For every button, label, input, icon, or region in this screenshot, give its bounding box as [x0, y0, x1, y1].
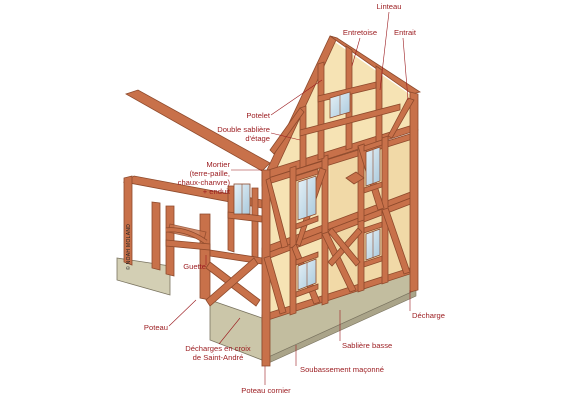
- label-sabliere-basse: Sablière basse: [342, 341, 393, 350]
- label-poteau: Poteau: [143, 323, 168, 332]
- label-entretoise: Entretoise: [342, 28, 378, 37]
- window-gable: [329, 91, 351, 119]
- label-guette: Guette: [183, 262, 206, 271]
- left-window: [233, 183, 251, 215]
- label-decharges-croix: Décharges en croix de Saint-André: [185, 344, 251, 362]
- masonry-plinth: [116, 257, 417, 367]
- label-entrait: Entrait: [394, 28, 416, 37]
- window-lower-left: [297, 258, 317, 291]
- main-facade-timbers: [261, 35, 421, 367]
- label-potelet: Potelet: [246, 111, 270, 120]
- leader-lines: [168, 11, 411, 385]
- label-soubassement: Soubassement maçonné: [300, 365, 385, 374]
- label-mortier: Mortier (terre-paille, chaux-chanvre) + …: [177, 160, 230, 196]
- illustration-credit: © NOAH MOLAND: [126, 223, 132, 270]
- label-linteau: Linteau: [376, 2, 402, 11]
- lozenge-ornament: [345, 171, 365, 185]
- label-poteau-cornier: Poteau cornier: [241, 386, 291, 395]
- window-upper-right: [365, 146, 381, 187]
- arch-brace: [165, 227, 208, 245]
- facade-windows: [297, 91, 381, 291]
- label-double-sabliere: Double sablière d'étage: [217, 125, 270, 143]
- window-upper-left: [297, 175, 317, 221]
- label-decharge: Décharge: [412, 311, 445, 320]
- window-lower-right: [365, 228, 381, 261]
